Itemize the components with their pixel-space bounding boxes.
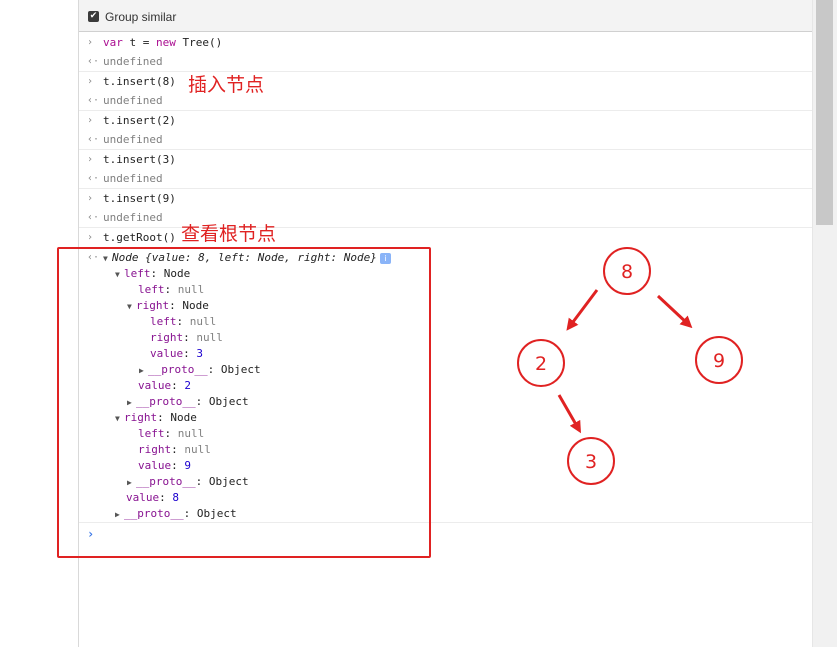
console-command: t.insert(3) (103, 153, 176, 166)
annotation-insert-node: 插入节点 (188, 74, 265, 96)
console-input-row: › t.getRoot() (79, 228, 812, 247)
tree-node-2: 2 (517, 339, 565, 387)
console-input-prompt[interactable]: › (87, 527, 95, 541)
output-prompt-icon: ‹· (87, 252, 100, 263)
tree-row-right-value: value: 9 (138, 459, 191, 472)
highlight-box (57, 247, 431, 558)
expanded-triangle-icon[interactable]: ▼ (103, 254, 108, 263)
console-command: t.insert(2) (103, 114, 176, 127)
expanded-triangle-icon[interactable]: ▼ (115, 414, 120, 423)
tree-node-8: 8 (603, 247, 651, 295)
output-prompt-icon: ‹· (87, 173, 100, 184)
output-prompt-icon: ‹· (87, 56, 100, 67)
arrow-8-to-9 (656, 294, 693, 329)
console-result: undefined (103, 55, 163, 68)
info-icon[interactable]: i (379, 252, 391, 264)
tree-row-right-left: left: null (138, 427, 205, 440)
console-command: var t = new Tree() (103, 36, 223, 49)
console-toolbar (79, 0, 812, 32)
output-prompt-icon: ‹· (87, 212, 100, 223)
input-prompt-icon: › (87, 37, 94, 48)
console-result: undefined (103, 211, 163, 224)
tree-row-right-proto[interactable]: ▶__proto__: Object (127, 474, 249, 491)
tree-root-row[interactable]: ▼Node {value: 8, left: Node, right: Node… (103, 250, 391, 267)
console-input-row: › t.insert(8) (79, 72, 812, 91)
annotation-view-root: 查看根节点 (181, 223, 277, 245)
console-result-row: ‹· undefined (79, 52, 812, 71)
input-prompt-icon: › (87, 115, 94, 126)
input-prompt-icon: › (87, 193, 94, 204)
tree-row-left-left: left: null (138, 283, 205, 296)
expanded-triangle-icon[interactable]: ▼ (127, 302, 132, 311)
tree-row-right-right: right: null (138, 443, 211, 456)
tree-node-9: 9 (695, 336, 743, 384)
tree-row-right[interactable]: ▼right: Node (115, 410, 197, 427)
console-input-row: › var t = new Tree() (79, 33, 812, 52)
console-result-row: ‹· undefined (79, 208, 812, 227)
console-result: undefined (103, 133, 163, 146)
tree-row-left[interactable]: ▼left: Node (115, 266, 190, 283)
output-prompt-icon: ‹· (87, 95, 100, 106)
row-separator (79, 110, 812, 111)
tree-row-lr-left: left: null (150, 315, 217, 328)
tree-row-lr-right: right: null (150, 331, 223, 344)
collapsed-triangle-icon[interactable]: ▶ (115, 510, 120, 519)
console-input-row: › t.insert(2) (79, 111, 812, 130)
arrow-8-to-2 (566, 289, 599, 331)
input-prompt-icon: › (87, 232, 94, 243)
console-input-row: › t.insert(3) (79, 150, 812, 169)
tree-row-lr-proto[interactable]: ▶__proto__: Object (139, 362, 261, 379)
console-command: t.getRoot() (103, 231, 176, 244)
collapsed-triangle-icon[interactable]: ▶ (127, 398, 132, 407)
row-separator (79, 71, 812, 72)
collapsed-triangle-icon[interactable]: ▶ (139, 366, 144, 375)
output-prompt-icon: ‹· (87, 134, 100, 145)
console-command: t.insert(8) (103, 75, 176, 88)
gutter-divider (78, 0, 79, 647)
input-prompt-icon: › (87, 154, 94, 165)
console-result: undefined (103, 94, 163, 107)
object-tree: ‹· ▼Node {value: 8, left: Node, right: N… (79, 250, 391, 602)
arrow-2-to-3 (557, 394, 581, 434)
console-result-row: ‹· undefined (79, 169, 812, 188)
tree-row-root-value: value: 8 (126, 491, 179, 504)
scrollbar-thumb[interactable] (816, 0, 833, 225)
row-separator (79, 227, 812, 228)
console-result-row: ‹· undefined (79, 91, 812, 110)
tree-row-left-proto[interactable]: ▶__proto__: Object (127, 394, 249, 411)
row-separator (79, 188, 812, 189)
console-input-row: › t.insert(9) (79, 189, 812, 208)
row-separator (79, 522, 812, 523)
svg-text:8: 8 (621, 261, 633, 283)
svg-text:3: 3 (585, 451, 597, 473)
tree-row-left-right[interactable]: ▼right: Node (127, 298, 209, 315)
left-gutter (0, 0, 78, 647)
tree-row-lr-value: value: 3 (150, 347, 203, 360)
expanded-triangle-icon[interactable]: ▼ (115, 270, 120, 279)
svg-text:2: 2 (535, 353, 547, 375)
tree-node-3: 3 (567, 437, 615, 485)
tree-row-root-proto[interactable]: ▶__proto__: Object (115, 506, 237, 523)
input-prompt-icon: › (87, 76, 94, 87)
svg-text:9: 9 (713, 350, 725, 372)
console-result: undefined (103, 172, 163, 185)
console-command: t.insert(9) (103, 192, 176, 205)
console-result-row: ‹· undefined (79, 130, 812, 149)
collapsed-triangle-icon[interactable]: ▶ (127, 478, 132, 487)
tree-row-left-value: value: 2 (138, 379, 191, 392)
group-similar-label[interactable]: Group similar (105, 10, 177, 24)
row-separator (79, 149, 812, 150)
group-similar-checkbox[interactable]: ✔ (88, 11, 99, 22)
